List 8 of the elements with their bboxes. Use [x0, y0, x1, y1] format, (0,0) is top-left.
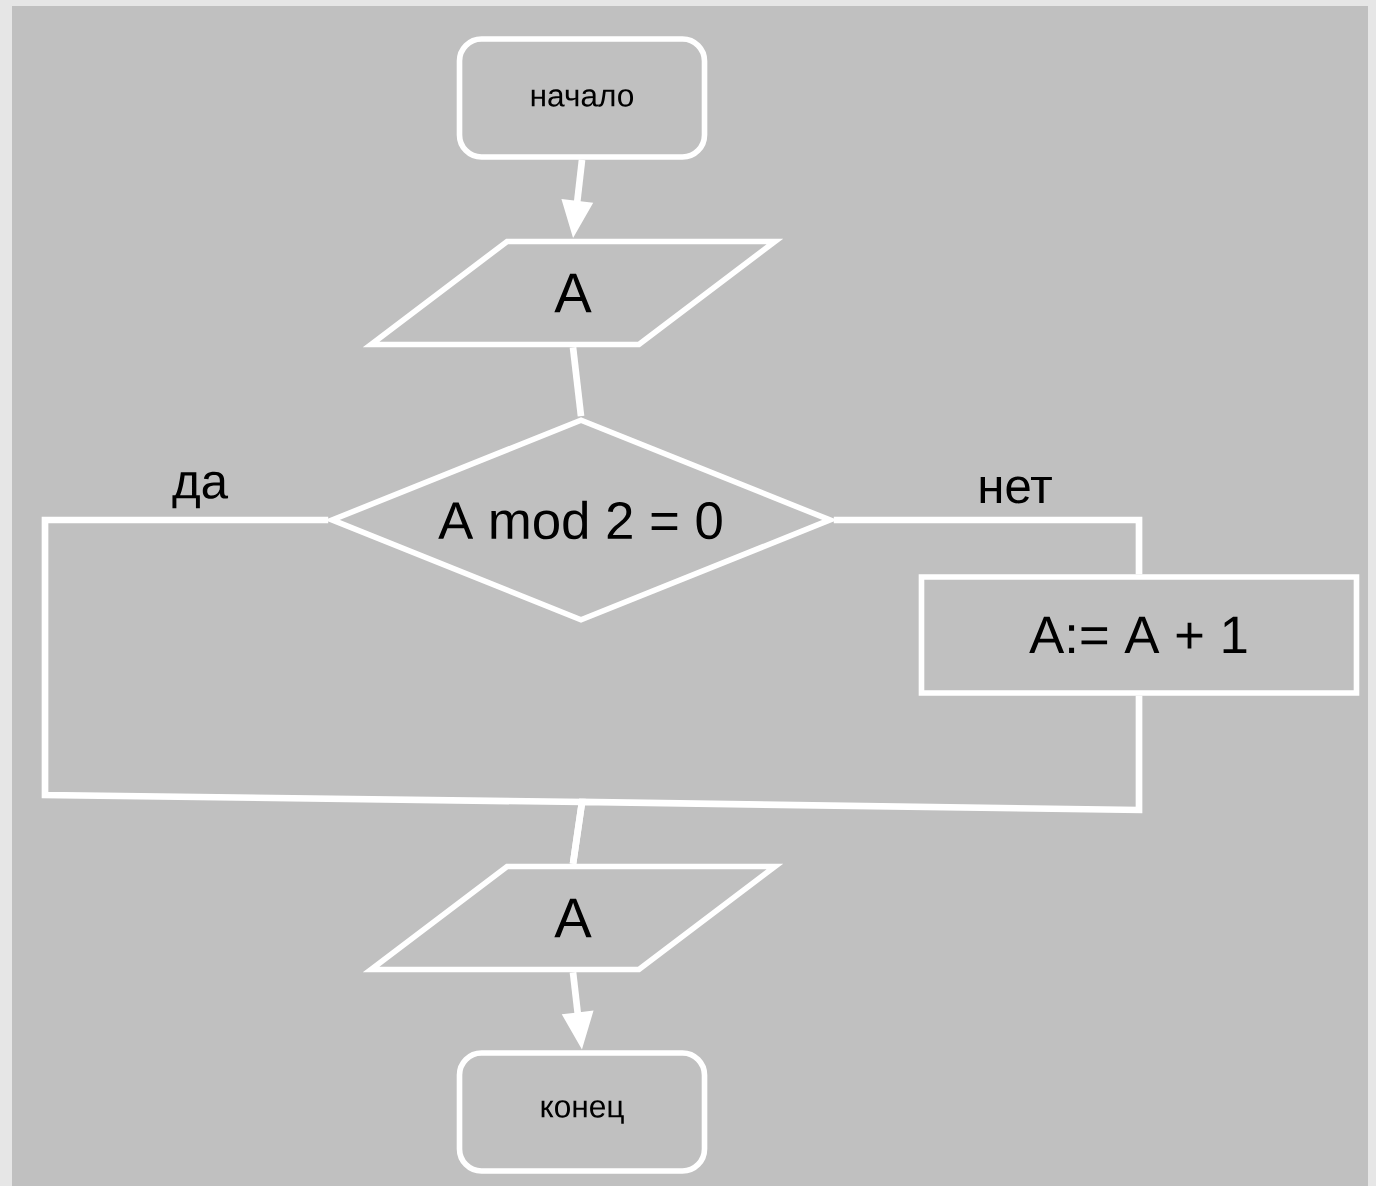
connector: [569, 695, 1143, 865]
connector: [569, 346, 585, 417]
terminal-box: конец: [456, 1050, 708, 1174]
edge-label: нет: [973, 473, 1057, 507]
terminal-box: начало: [456, 36, 708, 160]
edge-label: да: [168, 468, 232, 512]
connector: [833, 516, 1143, 575]
process-box: A:= A + 1: [918, 574, 1360, 696]
